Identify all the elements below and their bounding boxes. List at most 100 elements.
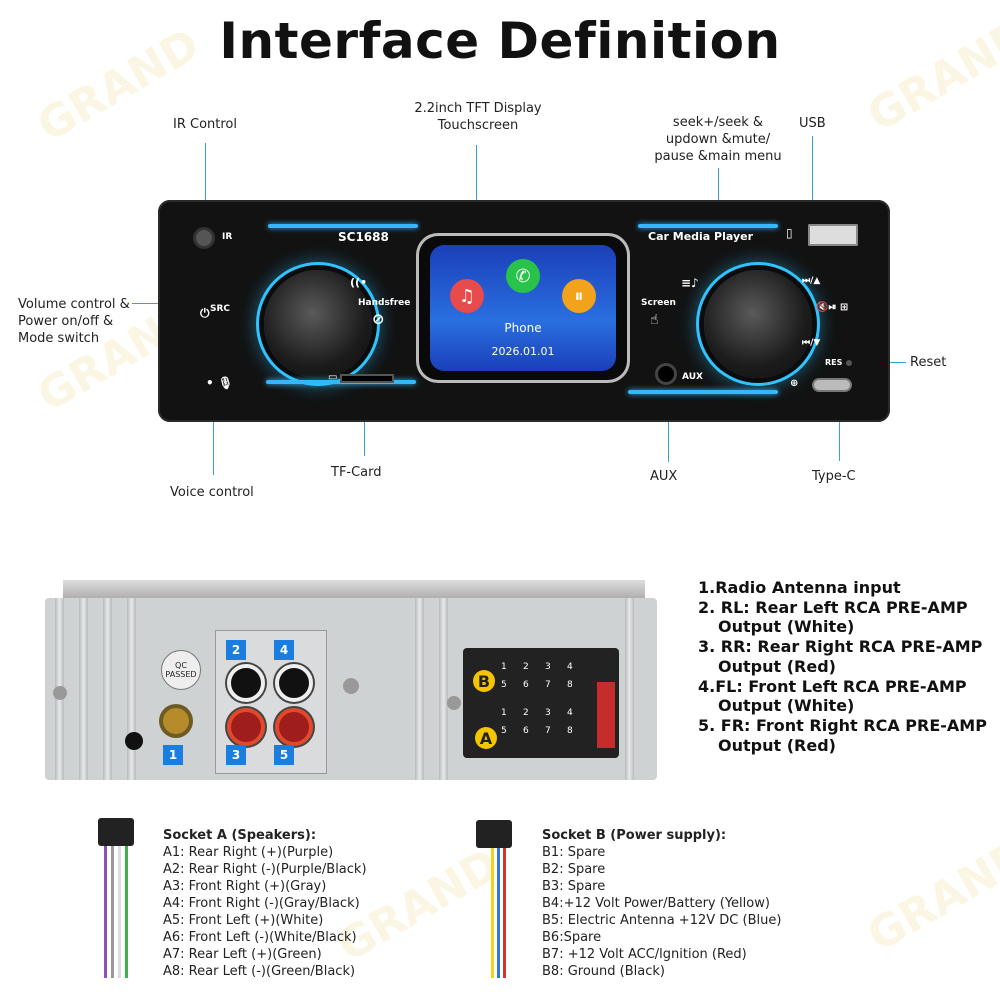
aux-jack[interactable] xyxy=(658,366,674,382)
music-app-icon[interactable]: ♫ xyxy=(450,279,484,313)
label-display: 2.2inch TFT Display Touchscreen xyxy=(398,100,558,134)
glow-bottom-right xyxy=(628,390,778,394)
rca-rl-white[interactable] xyxy=(227,664,265,702)
brand-text: Car Media Player xyxy=(648,230,754,243)
leader-usb xyxy=(812,136,813,208)
screen-button-text: Screen xyxy=(641,298,676,308)
speaker-wire-green xyxy=(125,846,128,978)
socket-b-item: B3: Spare xyxy=(542,879,606,894)
screw xyxy=(343,678,359,694)
socket-b-item: B6:Spare xyxy=(542,930,602,945)
heat-fin xyxy=(103,598,112,780)
pin-b7: 7 xyxy=(545,680,551,690)
glow-bottom-left xyxy=(266,380,416,384)
tag-3: 3 xyxy=(226,745,246,765)
mute-pause-icon[interactable]: 🔇⏯ ⊞ xyxy=(816,302,849,313)
output-item: Output (Red) xyxy=(718,735,836,755)
heat-fin xyxy=(79,598,88,780)
label-seek-line2: updown &mute/ xyxy=(665,132,771,147)
volume-knob[interactable] xyxy=(264,270,372,378)
heat-fin xyxy=(439,598,448,780)
label-volume-line2: Power on/off & xyxy=(18,314,114,329)
label-display-line2: Touchscreen xyxy=(437,118,519,133)
output-item: 5. FR: Front Right RCA PRE-AMP xyxy=(698,715,987,735)
touch-icon[interactable]: ☝ xyxy=(650,312,659,328)
socket-a-item: A2: Rear Right (-)(Purple/Black) xyxy=(163,862,367,877)
power-wire-red xyxy=(503,848,506,978)
socket-a-item: A8: Rear Left (-)(Green/Black) xyxy=(163,964,356,979)
music-list-icon[interactable]: ≡♪ xyxy=(681,276,699,290)
display-date: 2026.01.01 xyxy=(491,345,555,358)
output-item: 2. RL: Rear Left RCA PRE-AMP xyxy=(698,597,968,617)
pin-a7: 7 xyxy=(545,726,551,736)
power-harness-plug xyxy=(476,820,512,848)
socket-b-heading: Socket B (Power supply): xyxy=(542,828,727,843)
socket-a-item: A1: Rear Right (+)(Purple) xyxy=(163,845,334,860)
tag-5: 5 xyxy=(274,745,294,765)
socket-a-badge: A xyxy=(475,727,497,749)
pin-b2: 2 xyxy=(523,662,529,672)
leader-voice xyxy=(213,380,214,475)
socket-a-heading: Socket A (Speakers): xyxy=(163,828,317,843)
screw xyxy=(53,686,67,700)
src-mark: SRC xyxy=(210,304,231,314)
leader-ir xyxy=(205,143,206,235)
socket-b-item: B8: Ground (Black) xyxy=(542,964,665,979)
signal-icon: ((• xyxy=(350,276,368,289)
reset-button[interactable] xyxy=(846,360,852,366)
touchscreen-display[interactable]: ♫ ✆ ⏸ Phone 2026.01.01 xyxy=(430,245,616,371)
power-icon[interactable]: ⏻ xyxy=(200,306,210,320)
pin-b8: 8 xyxy=(567,680,573,690)
seek-up-icon[interactable]: ⏭/▲ xyxy=(802,276,821,286)
display-app-name: Phone xyxy=(504,321,542,335)
aux-mark: AUX xyxy=(682,372,703,382)
socket-a-list: Socket A (Speakers): A1: Rear Right (+)(… xyxy=(163,827,367,980)
socket-a-item: A4: Front Right (-)(Gray/Black) xyxy=(163,896,360,911)
label-display-line1: 2.2inch TFT Display xyxy=(414,101,542,116)
mount-hole xyxy=(125,732,143,750)
socket-b-item: B4:+12 Volt Power/Battery (Yellow) xyxy=(542,896,770,911)
seek-knob[interactable] xyxy=(704,270,812,378)
tag-2: 2 xyxy=(226,640,246,660)
label-usb: USB xyxy=(799,116,826,131)
usb-drive-icon: ▯ xyxy=(786,226,793,240)
speaker-wire-white xyxy=(118,846,121,978)
socket-b-list: Socket B (Power supply): B1: Spare B2: S… xyxy=(542,827,781,980)
rear-top-edge xyxy=(63,580,645,600)
speaker-harness-plug xyxy=(98,818,134,846)
pin-a3: 3 xyxy=(545,708,551,718)
speaker-wire-gray xyxy=(111,846,114,978)
pin-a8: 8 xyxy=(567,726,573,736)
socket-a-item: A3: Front Right (+)(Gray) xyxy=(163,879,327,894)
label-volume-line1: Volume control & xyxy=(18,297,130,312)
seek-down-icon[interactable]: ⏮/▼ xyxy=(802,338,821,348)
glow-top-right xyxy=(638,224,778,228)
output-item: Output (White) xyxy=(718,696,855,716)
qc-passed-text: QC PASSED xyxy=(165,661,197,679)
microphone-icon: • 🎙 xyxy=(206,376,234,390)
tf-card-slot[interactable] xyxy=(342,376,392,381)
leader-typec xyxy=(839,385,840,461)
type-c-port[interactable] xyxy=(814,380,850,390)
pin-b3: 3 xyxy=(545,662,551,672)
usb-port[interactable] xyxy=(808,224,858,246)
output-list: 1.Radio Antenna input 2. RL: Rear Left R… xyxy=(698,578,987,755)
pin-a1: 1 xyxy=(501,708,507,718)
pin-b5: 5 xyxy=(501,680,507,690)
socket-b-item: B7: +12 Volt ACC/lgnition (Red) xyxy=(542,947,747,962)
handsfree-text: Handsfree xyxy=(358,298,411,308)
rca-fr-red[interactable] xyxy=(275,708,313,746)
heat-fin xyxy=(625,598,634,780)
screw xyxy=(447,696,461,710)
rca-fl-white[interactable] xyxy=(275,664,313,702)
label-reset: Reset xyxy=(910,355,947,370)
rca-rr-red[interactable] xyxy=(227,708,265,746)
antenna-socket[interactable] xyxy=(163,708,189,734)
handsfree-icon[interactable]: ⊘ xyxy=(372,310,385,328)
phone-app-icon[interactable]: ✆ xyxy=(506,259,540,293)
pin-b6: 6 xyxy=(523,680,529,690)
label-tfcard: TF-Card xyxy=(331,465,382,480)
aux-app-icon[interactable]: ⏸ xyxy=(562,279,596,313)
display-bezel: ♫ ✆ ⏸ Phone 2026.01.01 xyxy=(416,233,630,383)
label-voice: Voice control xyxy=(170,485,254,500)
